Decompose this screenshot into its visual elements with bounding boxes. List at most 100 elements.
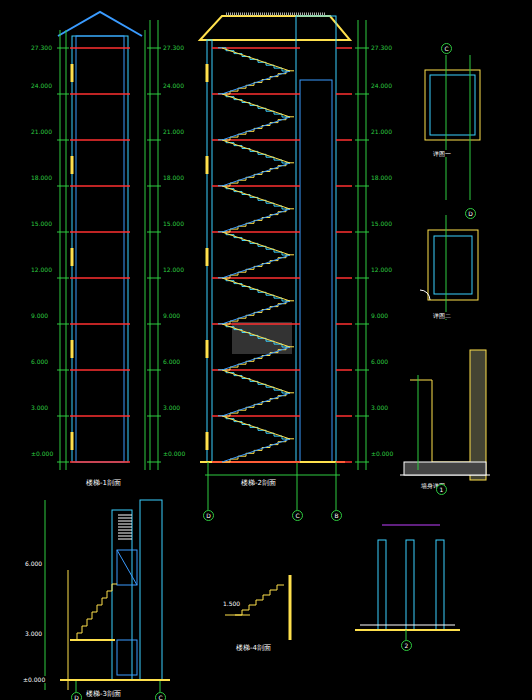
axis-bubble: B [331,510,342,521]
drawing-stroke [222,301,290,324]
drawing-stroke [70,323,130,325]
drawing-stroke [147,416,161,417]
drawing-stroke [355,186,369,187]
drawing-stroke [118,518,132,519]
axis-letter: D [206,513,211,519]
elevation-label: 15.000 [370,220,393,227]
axis-letter: 2 [405,643,409,649]
axis-bubble: 1 [436,484,447,495]
drawing-stroke [222,186,290,209]
axis-letter: D [74,695,79,700]
stair-flight [218,94,290,117]
elevation-label: 24.000 [370,82,393,89]
drawing-stroke [222,439,290,462]
drawing-stroke [118,536,132,537]
drawing-stroke [222,117,290,140]
drawing-stroke [118,533,132,534]
drawing-stroke [70,47,130,49]
axis-bubble: D [203,510,214,521]
elevation-label: 3.000 [24,630,43,637]
drawing-stroke [71,156,74,174]
drawing-stroke [222,393,290,416]
elevation-label: 21.000 [162,128,185,135]
drawing-stroke [355,324,369,325]
stair-flight [222,439,294,462]
drawing-stroke [70,415,130,417]
elevation-label: 详图二 [432,312,452,319]
elevation-label: ±0.000 [22,676,46,683]
drawing-stroke [57,94,69,95]
drawing-stroke [206,432,209,450]
drawing-stroke [336,415,352,417]
elevation-label: 27.300 [370,44,393,51]
drawing-stroke [206,340,209,358]
elevation-label: 18.000 [162,174,185,181]
axis-letter: B [334,513,338,519]
elevation-label: 27.300 [162,44,185,51]
axis-bubble: C [441,43,452,54]
drawing-stroke [57,140,69,141]
elevation-label: 15.000 [30,220,53,227]
drawing-stroke [222,232,290,255]
drawing-stroke [336,461,352,463]
drawing-stroke [355,278,369,279]
drawing-stroke [355,232,369,233]
drawing-stroke [222,370,290,393]
drawing-stroke [57,278,69,279]
elevation-label: 18.000 [30,174,53,181]
drawing-stroke [118,527,132,528]
elevation-label: 3.000 [370,404,389,411]
drawing-stroke [70,461,130,463]
drawing-stroke [71,432,74,450]
drawing-stroke [70,369,130,371]
drawing-stroke [118,515,132,516]
drawing-stroke [118,524,132,525]
drawing-stroke [222,209,290,232]
drawing-stroke [70,185,130,187]
elevation-label: ±0.000 [162,450,186,457]
axis-bubble: D [71,692,82,700]
elevation-label: 9.000 [370,312,389,319]
axis-letter: C [158,695,162,700]
elevation-label: 3.000 [30,404,49,411]
stair-flight [218,416,290,439]
drawing-stroke [118,539,132,540]
drawing-stroke [355,370,369,371]
drawing-stroke [206,248,209,266]
elevation-label: ±0.000 [370,450,394,457]
drawing-stroke [147,48,161,49]
elevation-label: 6.000 [24,560,43,567]
drawing-stroke [71,64,74,82]
drawing-stroke [336,93,352,95]
elevation-label: 6.000 [30,358,49,365]
axis-letter: C [295,513,299,519]
drawing-stroke [147,324,161,325]
stair-flight [222,71,294,94]
section-title: 楼梯-2剖面 [240,480,277,487]
axis-bubble: D [465,208,476,219]
stair-flight [222,393,294,416]
axis-bubble: C [292,510,303,521]
section-title: 楼梯-1剖面 [85,480,122,487]
stair-flight [222,163,294,186]
drawing-stroke [222,71,290,94]
drawing-stroke [336,231,352,233]
stair-flight [218,48,290,71]
drawing-stroke [355,48,369,49]
drawing-stroke [70,277,130,279]
drawing-stroke [222,140,290,163]
drawing-stroke [57,186,69,187]
elevation-label: 9.000 [162,312,181,319]
drawing-stroke [222,416,290,439]
section-title: 楼梯-3剖面 [85,691,122,698]
drawing-stroke [355,94,369,95]
axis-letter: D [468,211,473,217]
drawing-stroke [71,248,74,266]
drawing-stroke [222,48,290,71]
elevation-label: 详图一 [432,150,452,157]
drawing-stroke [147,278,161,279]
axis-bubble: 2 [401,640,412,651]
elevation-label: 24.000 [30,82,53,89]
elevation-label: 1.500 [222,600,241,607]
